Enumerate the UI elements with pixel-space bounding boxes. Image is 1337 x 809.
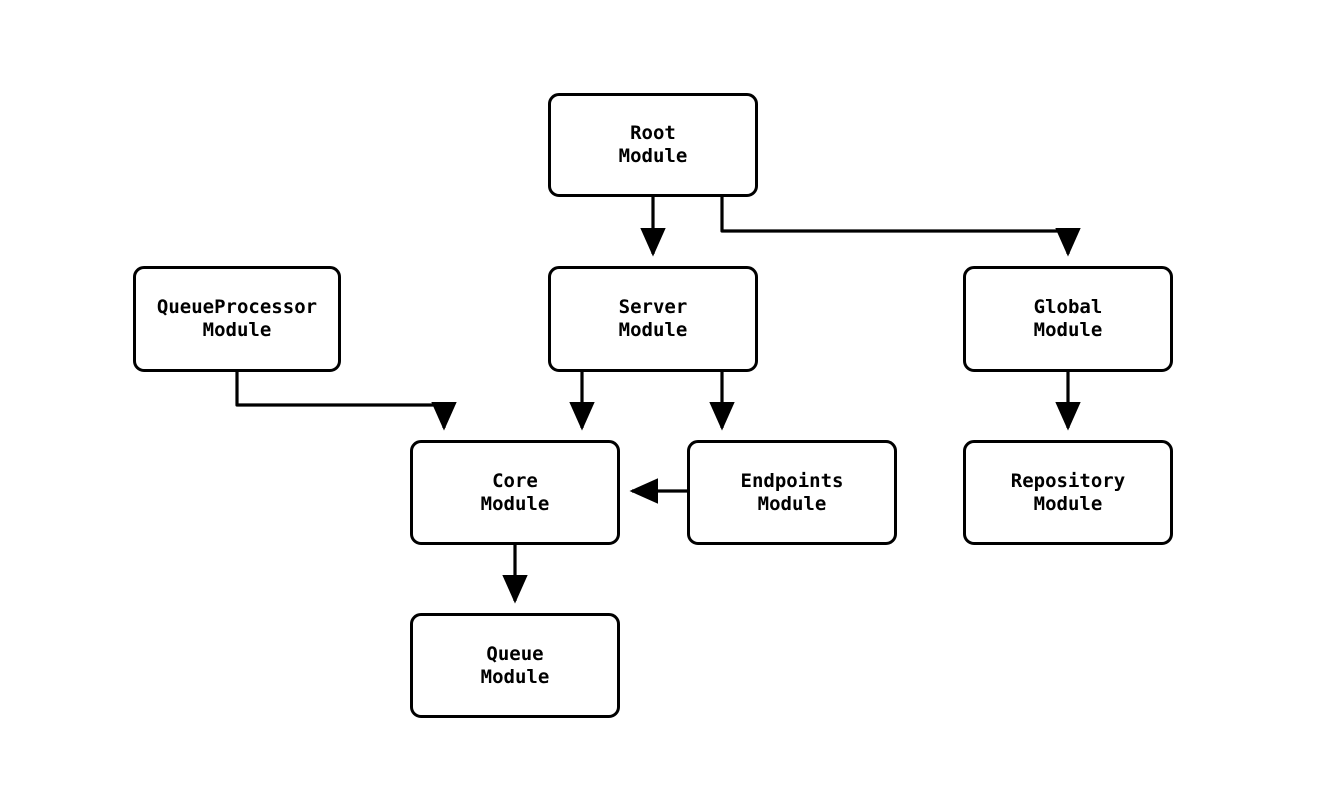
node-endpoints-module[interactable]: Endpoints Module: [687, 440, 897, 545]
node-global-module-label: Global Module: [1033, 296, 1103, 341]
edge-root-to-global: [720, 197, 1081, 257]
node-core-module-label: Core Module: [480, 469, 550, 515]
node-queueprocessor-module-label: QueueProcessor Module: [156, 296, 318, 341]
node-root-module[interactable]: Root Module: [548, 93, 758, 197]
node-server-module-label: Server Module: [618, 296, 688, 341]
node-queueprocessor-module[interactable]: QueueProcessor Module: [133, 266, 341, 372]
node-global-module[interactable]: Global Module: [963, 266, 1173, 372]
node-endpoints-module-label: Endpoints Module: [740, 469, 844, 515]
node-repository-module-label: Repository Module: [1010, 469, 1126, 515]
node-repository-module[interactable]: Repository Module: [963, 440, 1173, 545]
edge-queueprocessor-to-core: [235, 372, 457, 431]
node-root-module-label: Root Module: [618, 122, 688, 167]
node-queue-module-label: Queue Module: [480, 642, 550, 688]
node-core-module[interactable]: Core Module: [410, 440, 620, 545]
node-queue-module[interactable]: Queue Module: [410, 613, 620, 718]
node-server-module[interactable]: Server Module: [548, 266, 758, 372]
